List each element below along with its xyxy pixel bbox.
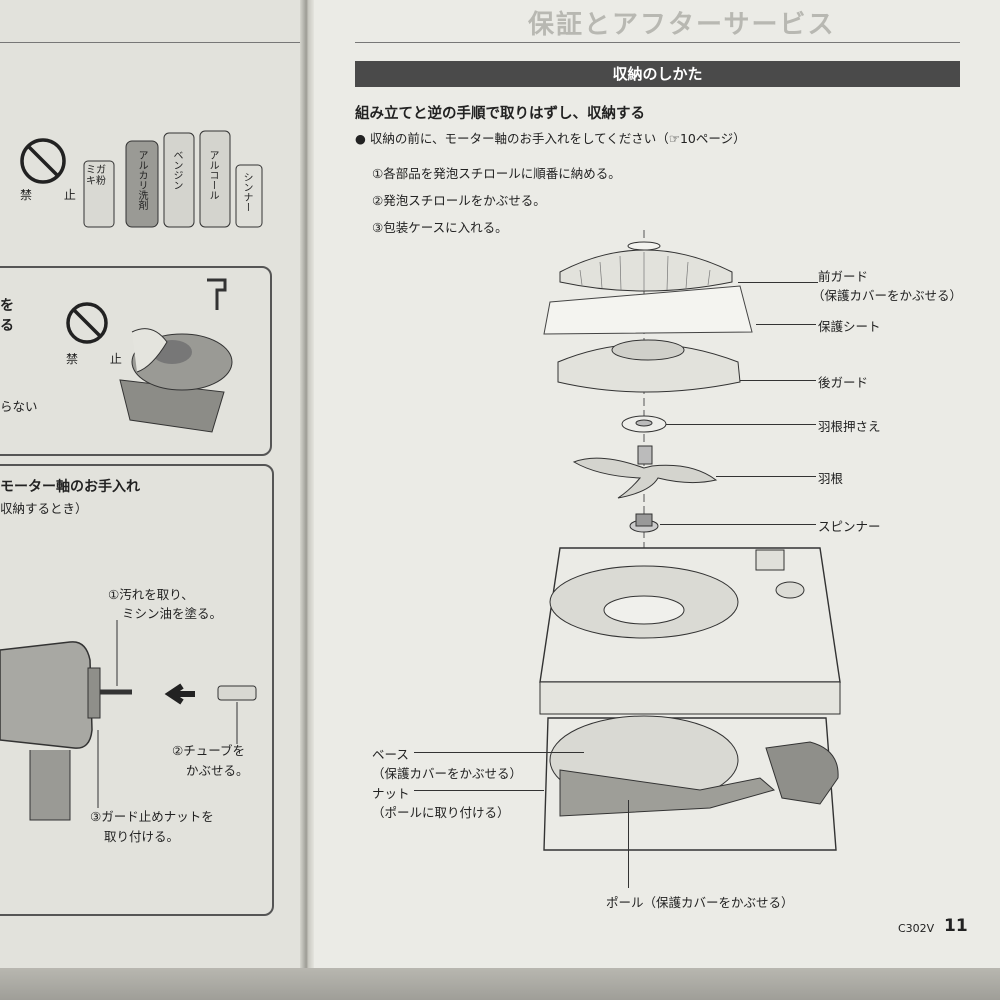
section-heading: 組み立てと逆の手順で取りはずし、収納する — [355, 106, 645, 122]
blade-shape — [572, 445, 718, 499]
styrofoam-bottom-shape — [543, 715, 839, 851]
section-title-bar: 収納のしかた — [355, 61, 960, 87]
prohibition-label: 禁 止 — [20, 188, 90, 202]
care-note: ● 収納の前に、モーター軸のお手入れをしてください（☞10ページ） — [355, 131, 746, 146]
bottle-label-0: ミガキ粉 — [86, 165, 106, 187]
leader-blade — [716, 476, 816, 477]
label-blade: 羽根 — [818, 471, 844, 486]
step-1-line-2: ミシン油を塗る。 — [122, 606, 223, 621]
wash-fragment: を る — [0, 297, 14, 336]
storage-step-2: ②発泡スチロールをかぶせる。 — [372, 193, 546, 208]
top-rule-right — [355, 42, 960, 43]
leader-base — [414, 752, 584, 753]
label-base-note: （保護カバーをかぶせる） — [372, 766, 523, 781]
label-protect-sheet: 保護シート — [818, 319, 881, 334]
motor-care-title: モーター軸のお手入れ — [0, 479, 140, 495]
blade-holder-shape — [621, 415, 667, 433]
step-1-line-1: ①汚れを取り、 — [108, 587, 194, 602]
wash-fragment-line-1: を — [0, 298, 14, 314]
bottle-label-2: ベンジン — [171, 150, 182, 190]
storage-step-3: ③包装ケースに入れる。 — [372, 220, 508, 235]
rear-guard-shape — [557, 339, 741, 393]
label-spinner: スピンナー — [818, 519, 881, 534]
step-3-line-1: ③ガード止めナットを — [90, 809, 214, 824]
storage-step-1: ①各部品を発泡スチロールに順番に納める。 — [372, 166, 621, 181]
leader-blade-holder — [666, 424, 816, 425]
styrofoam-top-shape — [539, 547, 841, 715]
label-nut: ナット — [372, 786, 410, 801]
leader-nut — [414, 790, 544, 791]
prohibition-icon — [66, 302, 108, 344]
motor-care-subtitle: 収納するとき） — [0, 501, 88, 516]
exploded-storage-diagram — [539, 230, 841, 851]
bottle-label-3: アルコール — [207, 150, 218, 200]
top-rule — [0, 42, 300, 43]
leader-front-guard — [738, 282, 818, 283]
motor-shaft-illustration — [0, 620, 257, 821]
label-front-guard-note: （保護カバーをかぶせる） — [812, 288, 963, 303]
prohibition-icon — [20, 138, 66, 184]
leader-pole — [628, 800, 629, 888]
label-blade-holder: 羽根押さえ — [818, 419, 881, 434]
motor-shaft-care-box — [0, 464, 274, 916]
leader-spinner — [660, 524, 816, 525]
bottom-shadow — [0, 968, 1000, 1000]
naranai-fragment: らない — [0, 399, 38, 414]
cleaning-bottles-illustration — [83, 130, 263, 228]
label-pole: ポール（保護カバーをかぶせる） — [606, 895, 794, 910]
model-number: C302V — [898, 922, 935, 935]
leader-protect-sheet — [756, 324, 816, 325]
step-3-line-2: 取り付ける。 — [104, 829, 180, 844]
front-guard-shape — [559, 241, 733, 292]
label-nut-note: （ポールに取り付ける） — [372, 805, 510, 820]
step-2-line-2: かぶせる。 — [186, 763, 249, 778]
leader-rear-guard — [740, 380, 816, 381]
label-base: ベース — [372, 747, 409, 762]
label-rear-guard: 後ガード — [818, 375, 869, 390]
wash-fragment-line-2: る — [0, 317, 14, 334]
water-warning-box — [0, 266, 272, 456]
page-number: 11 — [944, 916, 968, 936]
bottle-label-1: アルカリ洗剤 — [136, 150, 147, 210]
ghost-header-text: 保証とアフターサービス — [528, 10, 836, 40]
bottle-label-4: シンナー — [241, 172, 252, 212]
book-gutter — [300, 0, 314, 1000]
label-front-guard: 前ガード — [818, 269, 869, 284]
prohibition-label-2: 禁 止 — [66, 352, 136, 366]
spinner-shape — [629, 513, 659, 533]
washing-under-tap-illustration — [119, 278, 233, 433]
protect-sheet-shape — [543, 285, 753, 335]
step-2-line-1: ②チューブを — [172, 743, 245, 758]
